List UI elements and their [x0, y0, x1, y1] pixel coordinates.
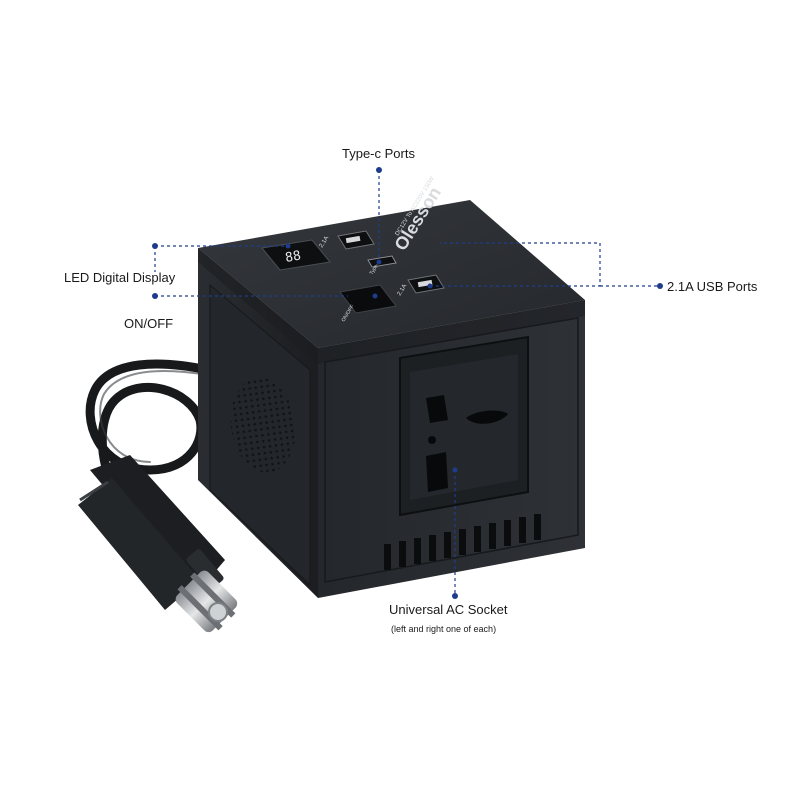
callout-type-c-ports: Type-c Ports: [342, 146, 415, 161]
ac-socket[interactable]: [399, 335, 529, 517]
callout-usb-ports: 2.1A USB Ports: [667, 279, 758, 294]
callout-lines: [154, 170, 660, 596]
callout-on-off: ON/OFF: [124, 316, 174, 331]
power-switch[interactable]: [339, 284, 397, 314]
top-panel-features: [261, 230, 445, 314]
callout-dots: [152, 167, 663, 599]
led-display: [261, 239, 331, 271]
power-cable: [85, 359, 213, 505]
type-c-port[interactable]: [367, 255, 397, 268]
usb-left-marking: 2.1A: [319, 235, 331, 249]
callout-led-display: LED Digital Display: [64, 270, 176, 285]
front-vents: [384, 514, 541, 570]
callout-ac-socket-note: (left and right one of each): [391, 624, 497, 634]
callout-ac-socket: Universal AC Socket: [389, 602, 508, 617]
display-digits: 88: [284, 248, 302, 265]
usb-right-marking: 2.1A: [397, 283, 409, 297]
car-plug: [78, 455, 238, 633]
